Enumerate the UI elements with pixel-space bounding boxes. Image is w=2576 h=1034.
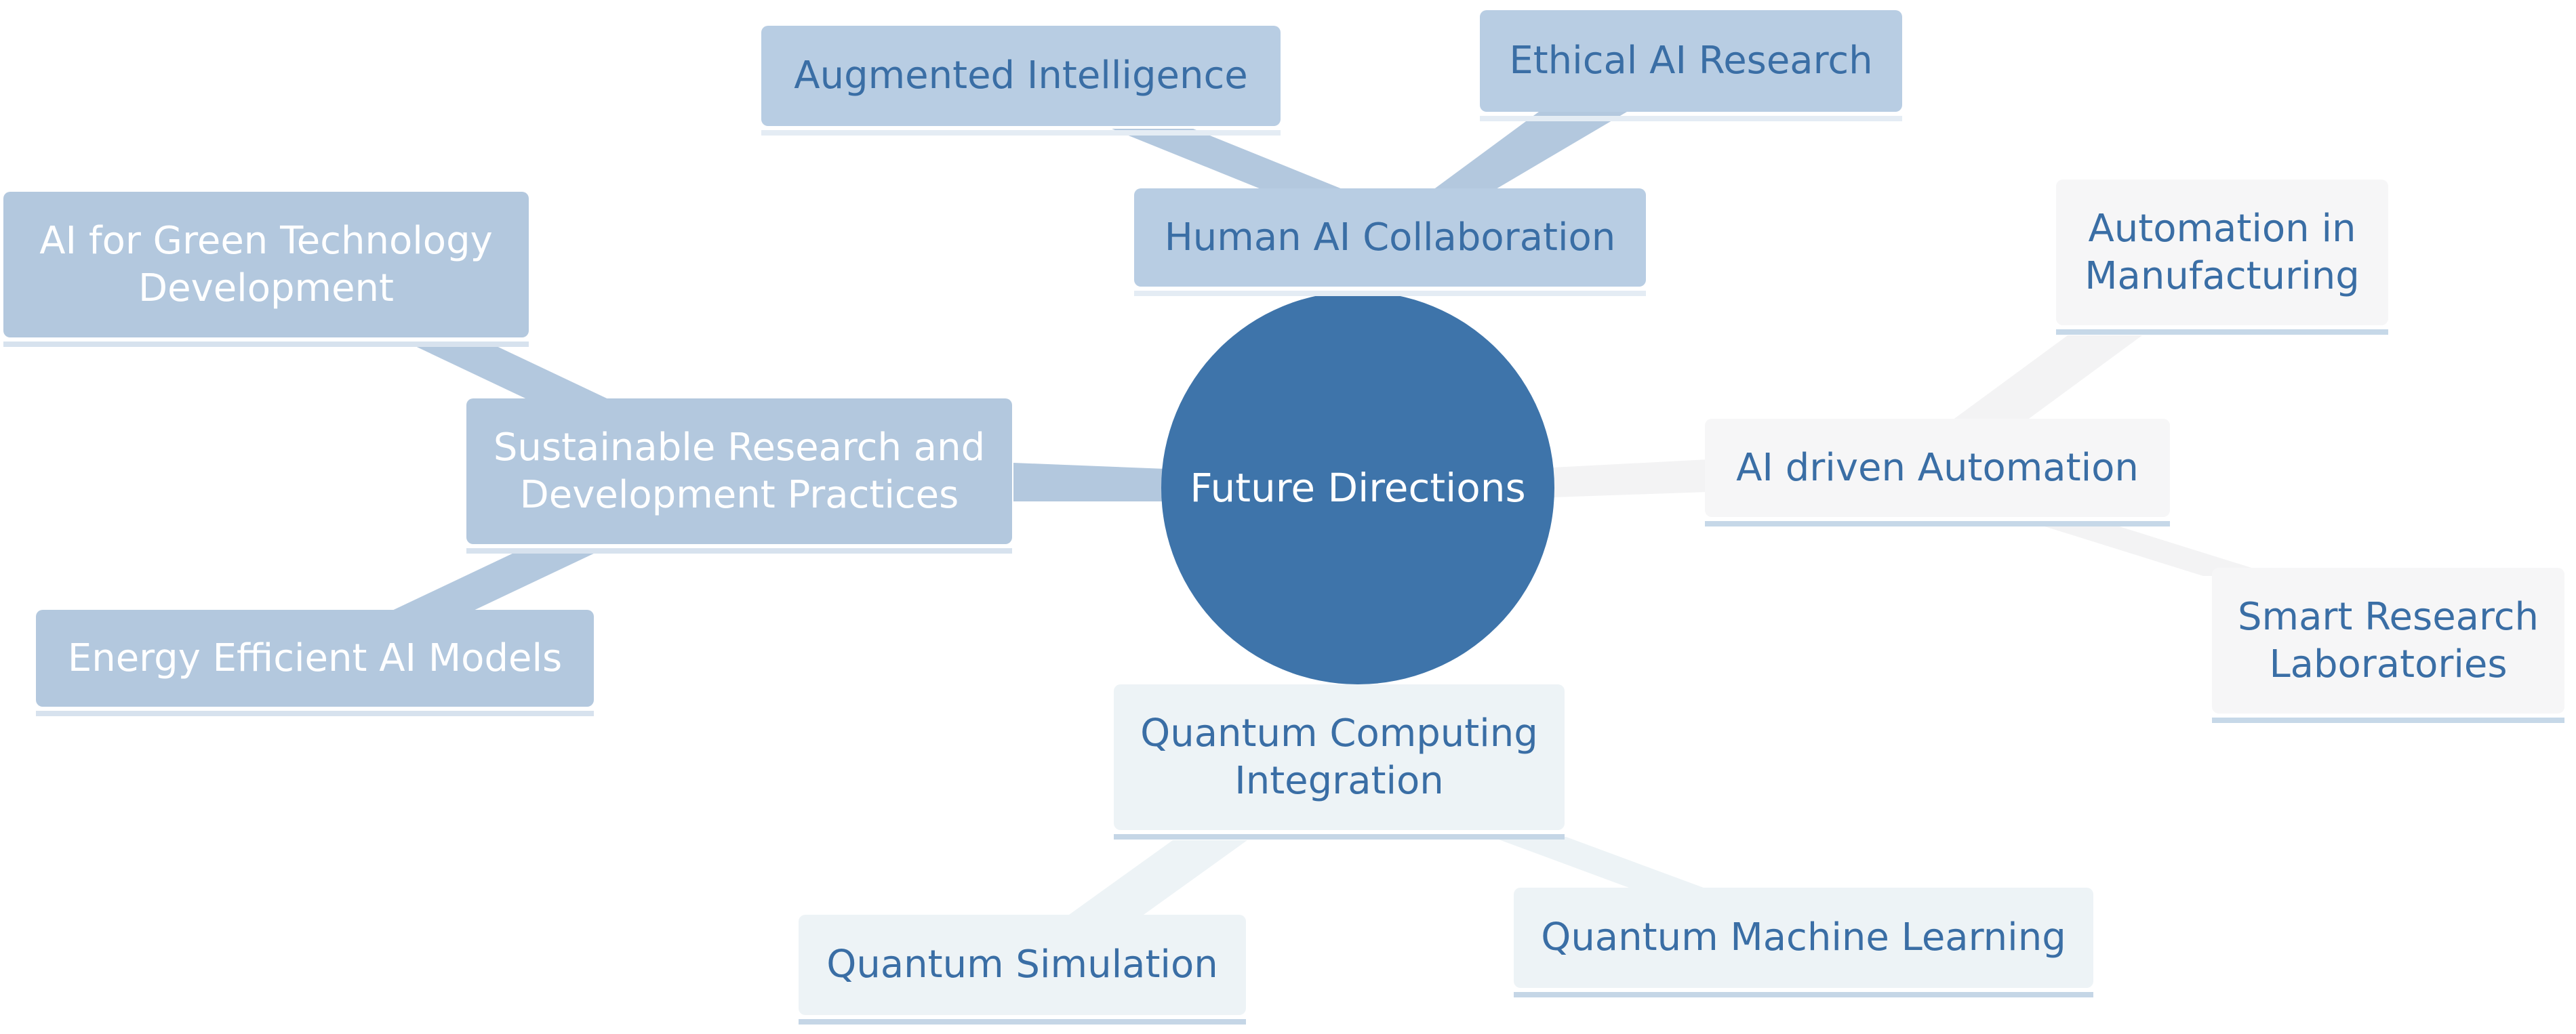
node-quantum-simulation: Quantum Simulation [799, 915, 1246, 1025]
branch-sustainable-research: Sustainable Research and Development Pra… [466, 398, 1012, 554]
connector-sustainable-green [407, 342, 617, 403]
node-quantum-machine-learning: Quantum Machine Learning [1514, 888, 2093, 997]
connector-sustainable-energy [386, 552, 597, 613]
connector-automation-manufacturing [1952, 335, 2142, 420]
branch-quantum-computing: Quantum Computing Integration [1114, 684, 1565, 840]
node-augmented-intelligence: Augmented Intelligence [761, 26, 1281, 136]
node-ethical-ai-research: Ethical AI Research [1480, 10, 1902, 121]
node-ai-green-technology: AI for Green Technology Development [3, 192, 529, 347]
connector-human-augmented [1112, 129, 1349, 192]
center-topic: Future Directions [1161, 291, 1554, 684]
connector-quantum-simulation [1064, 840, 1247, 918]
node-smart-research-labs: Smart Research Laboratories [2212, 568, 2564, 723]
connector-quantum-ml [1491, 837, 1722, 894]
connector-center-automation [1552, 459, 1708, 497]
connector-center-sustainable [1013, 463, 1166, 501]
node-energy-efficient-models: Energy Efficient AI Models [36, 610, 594, 716]
node-automation-manufacturing: Automation in Manufacturing [2056, 180, 2388, 335]
connector-automation-labs [2040, 525, 2278, 576]
connector-human-ethical [1430, 112, 1627, 192]
branch-human-ai-collaboration: Human AI Collaboration [1134, 188, 1646, 296]
branch-ai-driven-automation: AI driven Automation [1705, 419, 2170, 526]
